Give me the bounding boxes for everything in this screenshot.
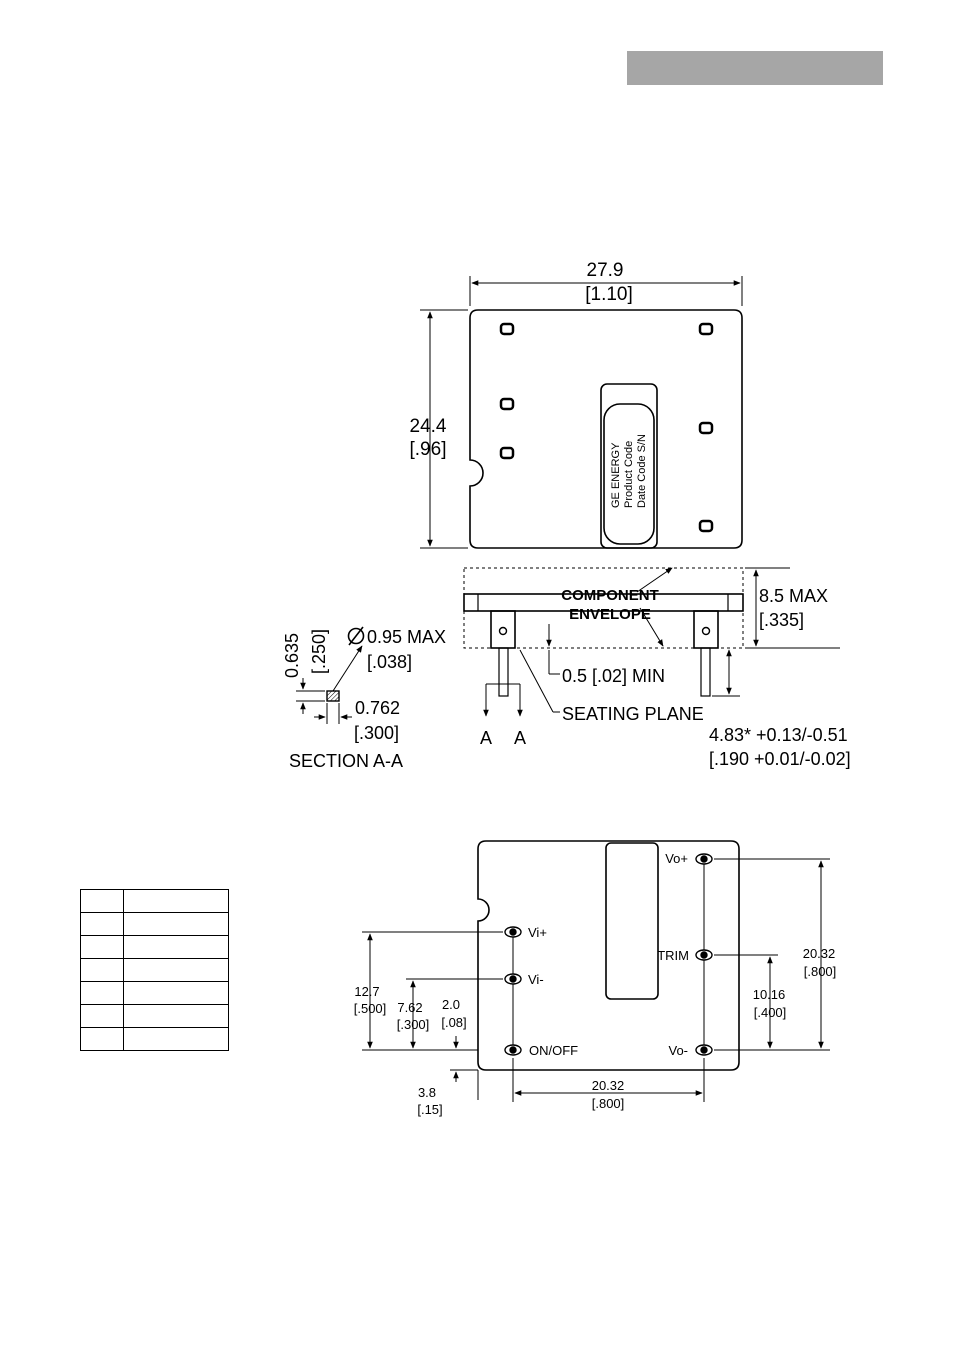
pin-table-row — [80, 958, 229, 982]
pin-table-row — [80, 912, 229, 936]
pin-table-cell-number — [80, 981, 124, 1005]
section-title: SECTION A-A — [289, 751, 403, 771]
top-view — [420, 276, 743, 549]
section-width-dim: 0.762 — [355, 698, 400, 718]
dim-12-7-in: [.500] — [354, 1001, 387, 1016]
top-view-outline — [469, 309, 743, 549]
top-width-dim: 27.9 — [587, 260, 624, 281]
envelope-label-2: ENVELOPE — [569, 606, 651, 623]
bottom-view-pins — [504, 853, 713, 1056]
pin-function-table — [80, 889, 229, 1051]
max-height-dim-in: [.335] — [759, 610, 804, 630]
pin-table-row — [80, 1004, 229, 1028]
section-mark-right: A — [514, 728, 526, 748]
top-view-transformer — [600, 383, 658, 549]
dim-10-16-in: [.400] — [754, 1005, 787, 1020]
bottom-view-dimensions — [362, 858, 830, 1102]
top-view-mounting-hole — [698, 421, 714, 435]
pin-pad-vo-plus — [695, 853, 713, 865]
section-width-dim-in: [.300] — [354, 723, 399, 743]
top-height-dim: 24.4 — [410, 416, 447, 437]
dim-3-8: 3.8 — [418, 1085, 436, 1100]
pin-pad-vin-plus — [504, 926, 522, 938]
pin-table-cell-function — [123, 1027, 229, 1051]
max-height-dim: 8.5 MAX — [759, 586, 828, 606]
pin-label-on-off: ON/OFF — [529, 1043, 578, 1058]
svg-text:Date Code S/N: Date Code S/N — [636, 434, 648, 508]
envelope-label-1: COMPONENT — [561, 587, 659, 604]
dim-10-16: 10.16 — [753, 987, 786, 1002]
section-mark-left: A — [480, 728, 492, 748]
dim-20-32-horizontal: 20.32 — [592, 1078, 625, 1093]
dim-20-32-vertical: 20.32 — [803, 946, 836, 961]
top-view-mounting-hole — [698, 519, 714, 533]
pin-pad-trim — [695, 949, 713, 961]
pin-table-cell-function — [123, 981, 229, 1005]
svg-text:GE ENERGY: GE ENERGY — [610, 442, 622, 508]
pin-table-row — [80, 935, 229, 959]
side-view-pin-right — [700, 647, 711, 697]
top-view-mounting-hole — [499, 446, 515, 460]
section-height-dim-in: [.250] — [309, 629, 329, 674]
pin-table-cell-function — [123, 1004, 229, 1028]
pin-table-cell-number — [80, 889, 124, 913]
top-view-label-area — [603, 403, 655, 545]
pin-label-trim: TRIM — [657, 948, 689, 963]
pin-table-cell-function — [123, 958, 229, 982]
standoff-dim: 0.5 [.02] MIN — [562, 666, 665, 686]
top-view-label-text: GE ENERGY Product Code Date Code S/N — [610, 434, 648, 508]
pin-table-cell-function — [123, 889, 229, 913]
pin-table-cell-function — [123, 912, 229, 936]
side-view-pin-left — [498, 647, 509, 697]
dim-3-8-in: [.15] — [417, 1102, 442, 1117]
pin-table-cell-number — [80, 912, 124, 936]
side-view-pin-header-left — [490, 610, 516, 649]
pin-table-row — [80, 981, 229, 1005]
dim-7-62: 7.62 — [397, 1000, 422, 1015]
dim-12-7: 12.7 — [354, 984, 379, 999]
pin-table-row — [80, 889, 229, 913]
header-bar — [627, 51, 883, 85]
dim-20-32-vertical-in: [.800] — [804, 964, 837, 979]
top-view-mounting-hole — [499, 397, 515, 411]
pin-table-cell-number — [80, 1004, 124, 1028]
pin-table-cell-number — [80, 935, 124, 959]
side-view-board — [463, 593, 744, 612]
pin-pad-on-off — [504, 1044, 522, 1056]
dim-2-0-in: [.08] — [441, 1015, 466, 1030]
top-height-dim-in: [.96] — [410, 439, 447, 460]
top-view-mounting-hole — [698, 322, 714, 336]
pin-label-vo-plus: Vo+ — [665, 851, 688, 866]
pin-label-vin-minus: Vi- — [528, 972, 544, 987]
bottom-view-transformer — [605, 842, 659, 1000]
pin-length-dim: 4.83* +0.13/-0.51 — [709, 725, 848, 745]
pin-table-cell-number — [80, 1027, 124, 1051]
dim-20-32-horizontal-in: [.800] — [592, 1096, 625, 1111]
side-view — [463, 567, 840, 717]
section-diameter: 0.95 MAX — [367, 627, 446, 647]
pin-table-cell-number — [80, 958, 124, 982]
section-a-a — [296, 626, 365, 724]
pin-label-vin-plus: Vi+ — [528, 925, 547, 940]
section-height-dim: 0.635 — [282, 633, 302, 678]
top-view-mounting-hole — [499, 322, 515, 336]
side-view-pin-header-right — [693, 610, 719, 649]
section-diameter-in: [.038] — [367, 652, 412, 672]
dim-2-0: 2.0 — [442, 997, 460, 1012]
pin-table-cell-function — [123, 935, 229, 959]
pin-length-dim-in: [.190 +0.01/-0.02] — [709, 749, 851, 769]
top-width-dim-in: [1.10] — [585, 284, 633, 305]
pin-pad-vin-minus — [504, 973, 522, 985]
seating-plane-label: SEATING PLANE — [562, 704, 704, 724]
dim-7-62-in: [.300] — [397, 1017, 430, 1032]
pin-pad-vo-minus — [695, 1044, 713, 1056]
svg-text:Product Code: Product Code — [623, 441, 635, 508]
pin-label-vo-minus: Vo- — [668, 1043, 688, 1058]
bottom-view-outline — [477, 840, 740, 1071]
section-pin-hatched — [326, 690, 340, 702]
pin-table-row — [80, 1027, 229, 1051]
